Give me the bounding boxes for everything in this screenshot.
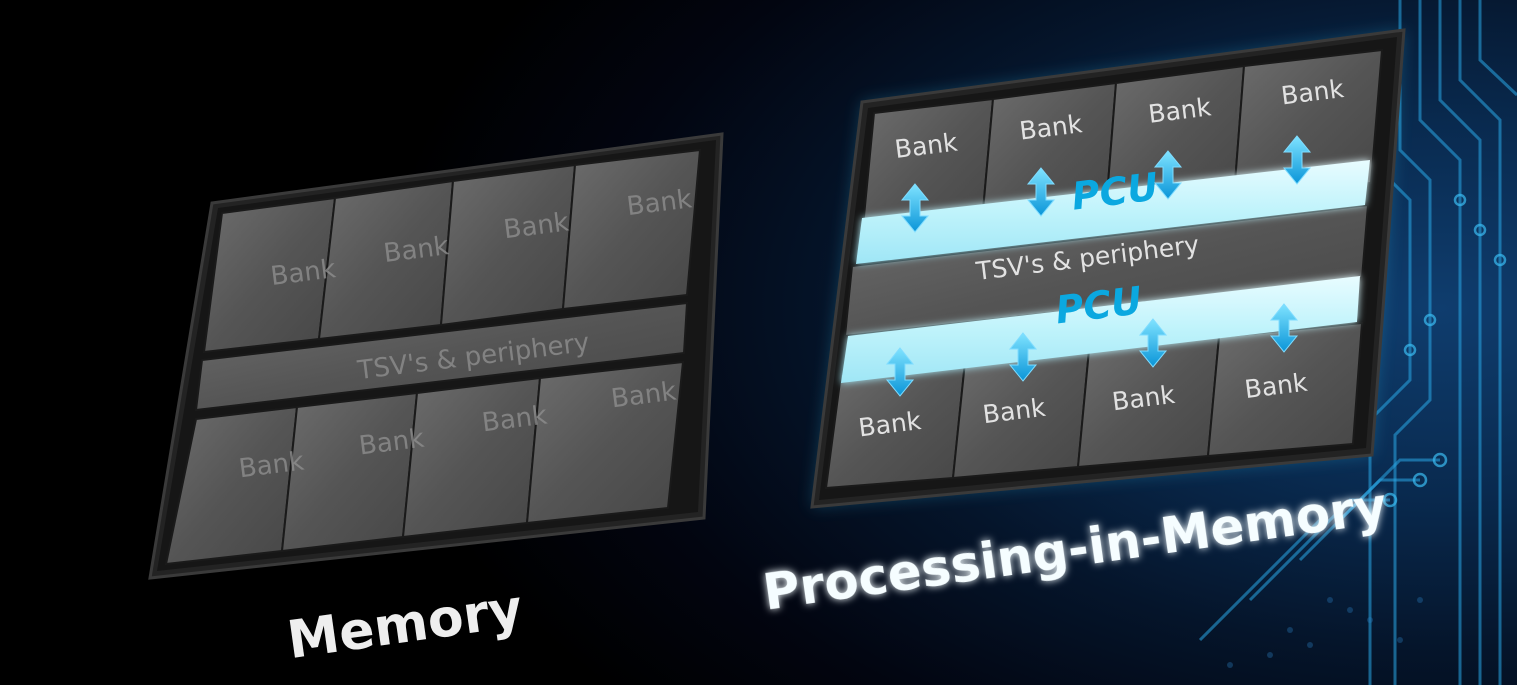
memory-bank-tile	[439, 163, 577, 327]
memory-bank-tile	[401, 376, 542, 539]
pim-top-banks	[860, 48, 1384, 239]
memory-top-banks	[202, 148, 702, 354]
pim-pcu-label-top: PCU	[1069, 164, 1160, 218]
pim-chip: Bank Bank Bank Bank PCU TSV's & peripher…	[810, 28, 1406, 509]
memory-periphery-tile	[194, 301, 689, 412]
pim-pcu-label-bottom: PCU	[1053, 278, 1144, 332]
bidirectional-arrow-icon	[1153, 150, 1183, 200]
pim-bank-tile	[1206, 321, 1364, 458]
pim-pcu-band-bottom	[841, 276, 1360, 383]
bidirectional-arrow-icon	[1138, 318, 1168, 368]
memory-caption: Memory	[284, 579, 527, 671]
pim-bank-tile	[1232, 48, 1384, 198]
memory-chip: Bank Bank Bank Bank TSV's & periphery Ba…	[148, 132, 724, 580]
memory-bank-tile	[561, 148, 702, 311]
bidirectional-arrow-icon	[1026, 167, 1056, 217]
pim-pcu-band-top	[856, 160, 1370, 264]
pim-periphery-tile	[843, 203, 1370, 338]
pim-data-arrows	[885, 135, 1312, 397]
bidirectional-arrow-icon	[885, 347, 915, 397]
bidirectional-arrow-icon	[1269, 303, 1299, 353]
bidirectional-arrow-icon	[1008, 332, 1038, 382]
memory-bank-tile	[525, 360, 685, 525]
pim-bottom-banks	[824, 321, 1364, 490]
memory-bottom-banks	[164, 360, 685, 566]
bidirectional-arrow-icon	[1282, 135, 1312, 185]
bidirectional-arrow-icon	[900, 183, 930, 233]
